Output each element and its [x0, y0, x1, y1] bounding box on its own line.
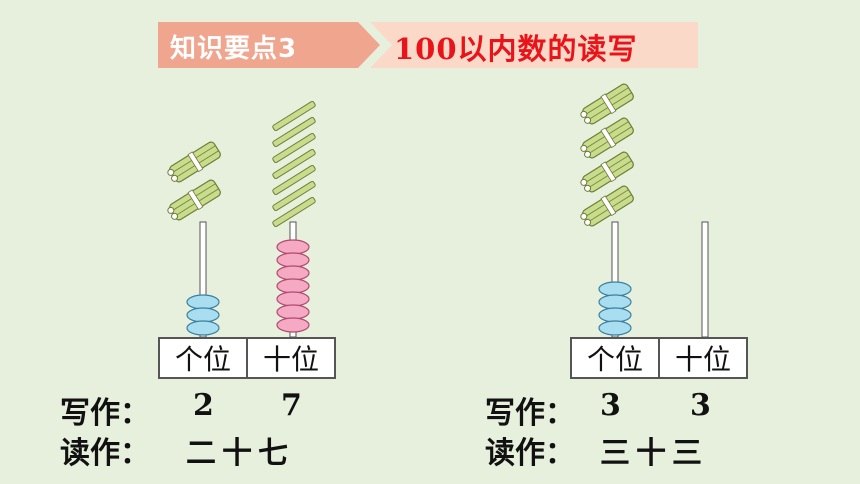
right-write-digit-ones: 3 — [600, 388, 621, 423]
left-write-digit-ones: 2 — [193, 388, 214, 423]
section-banner: 知识要点3 100以内数的读写 — [158, 20, 698, 70]
right-write-digit-tens: 3 — [690, 388, 711, 423]
left-write-digit-tens: 7 — [281, 388, 302, 423]
banner-shape — [158, 22, 698, 68]
left-single-sticks — [272, 100, 316, 228]
left-pink-beads — [276, 239, 310, 333]
right-tens-rod — [701, 221, 709, 338]
banner-tag: 知识要点3 — [170, 34, 298, 64]
left-tens-label: 十位 — [246, 337, 336, 379]
left-ones-label: 个位 — [158, 337, 248, 379]
right-tens-label: 十位 — [658, 337, 748, 379]
right-blue-beads — [598, 281, 632, 336]
right-stick-bundles — [580, 83, 634, 227]
left-read-value: 二十七 — [186, 436, 294, 471]
right-write-label: 写作： — [485, 396, 575, 431]
right-read-label: 读作： — [485, 436, 575, 471]
left-write-label: 写作： — [60, 396, 150, 431]
right-read-value: 三十三 — [600, 436, 708, 471]
left-blue-beads — [186, 294, 220, 336]
right-ones-label: 个位 — [570, 337, 660, 379]
left-read-label: 读作： — [60, 436, 150, 471]
left-stick-bundles — [167, 141, 221, 221]
banner-title: 100以内数的读写 — [394, 32, 638, 66]
